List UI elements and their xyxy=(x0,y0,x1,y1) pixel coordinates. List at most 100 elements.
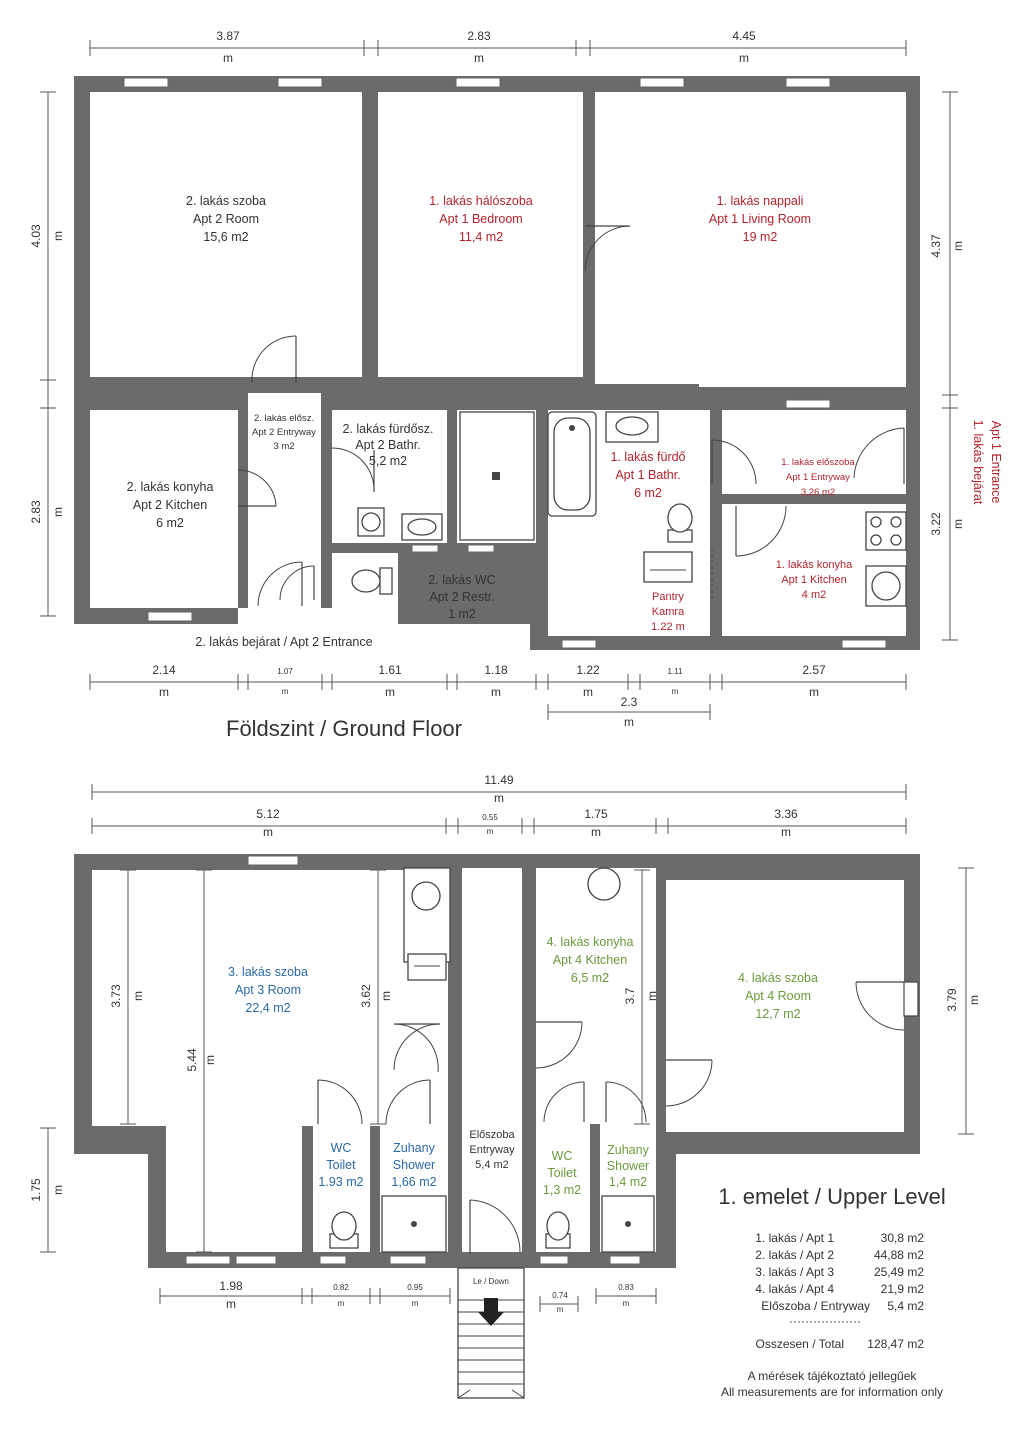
svg-text:2.83: 2.83 xyxy=(467,29,491,43)
svg-text:WC: WC xyxy=(552,1149,573,1163)
svg-text:1.75: 1.75 xyxy=(29,1178,43,1202)
door-apt4-room xyxy=(665,1059,713,1107)
summary-row: 4. lakás / Apt 4 21,9 m2 xyxy=(755,1282,924,1296)
summary-total: Osszesen / Total 128,47 m2 xyxy=(756,1337,925,1351)
svg-text:Apt 2 Restr.: Apt 2 Restr. xyxy=(429,590,494,604)
svg-text:22,4 m2: 22,4 m2 xyxy=(245,1001,290,1015)
label-apt1-entrance: 1. lakás bejárat Apt 1 Entrance xyxy=(971,420,1003,505)
door-apt2-kitchen xyxy=(237,469,277,507)
apt4-toilet xyxy=(545,1211,571,1249)
svg-text:1.22 m: 1.22 m xyxy=(651,621,685,633)
apt3-toilet xyxy=(329,1211,359,1249)
door-apt4-kitchen xyxy=(535,1021,583,1069)
svg-text:5,4 m2: 5,4 m2 xyxy=(887,1299,924,1313)
door-apt4-wc xyxy=(543,1081,585,1123)
svg-text:6,5 m2: 6,5 m2 xyxy=(571,971,609,985)
label-apt3-shower: Zuhany Shower 1,66 m2 xyxy=(391,1141,436,1189)
svg-text:Apt 3 Room: Apt 3 Room xyxy=(235,983,301,997)
label-apt1-entry: 1. lakás előszoba Apt 1 Entryway 3,26 m2 xyxy=(781,457,855,498)
label-apt1-bedroom: 1. lakás hálószoba Apt 1 Bedroom 11,4 m2 xyxy=(429,194,533,244)
door-apt2-bath xyxy=(331,447,375,493)
svg-text:m: m xyxy=(491,685,501,699)
label-apt4-room: 4. lakás szoba Apt 4 Room 12,7 m2 xyxy=(738,971,818,1021)
svg-text:3 m2: 3 m2 xyxy=(273,441,294,452)
down-arrow-icon xyxy=(478,1298,504,1326)
svg-text:11.49: 11.49 xyxy=(484,773,513,787)
svg-text:5.12: 5.12 xyxy=(256,807,280,821)
svg-text:m: m xyxy=(624,715,634,729)
svg-text:Apt 2 Room: Apt 2 Room xyxy=(193,212,259,226)
svg-text:m: m xyxy=(557,1305,564,1314)
ground-dims-top: 3.87 m 2.83 m 4.45 m xyxy=(89,29,907,65)
svg-text:Előszoba / Entryway: Előszoba / Entryway xyxy=(761,1299,870,1313)
svg-text:0.74: 0.74 xyxy=(552,1291,568,1300)
svg-text:3. lakás szoba: 3. lakás szoba xyxy=(228,965,308,979)
svg-text:15,6 m2: 15,6 m2 xyxy=(203,230,248,244)
svg-text:m: m xyxy=(412,1299,419,1308)
svg-text:Apt 2 Kitchen: Apt 2 Kitchen xyxy=(133,498,207,512)
svg-text:2.83: 2.83 xyxy=(29,500,43,524)
svg-text:m: m xyxy=(338,1299,345,1308)
apt1-toilet xyxy=(667,503,693,543)
svg-text:Toilet: Toilet xyxy=(547,1166,577,1180)
svg-text:m: m xyxy=(591,825,601,839)
svg-text:m: m xyxy=(583,685,593,699)
svg-text:2.57: 2.57 xyxy=(802,663,826,677)
svg-text:44,88 m2: 44,88 m2 xyxy=(874,1248,924,1262)
door-apt1-bath xyxy=(711,439,757,485)
svg-text:m: m xyxy=(226,1297,236,1311)
door-apt3-wc xyxy=(317,1079,363,1125)
svg-text:0.83: 0.83 xyxy=(618,1283,634,1292)
svg-text:4.45: 4.45 xyxy=(732,29,756,43)
door-apt4-shower xyxy=(605,1081,647,1123)
apt3-kitchenette xyxy=(403,867,451,981)
label-apt2-entrance: 2. lakás bejárat / Apt 2 Entrance xyxy=(195,635,372,649)
label-apt2-wc: 2. lakás WC Apt 2 Restr. 1 m2 xyxy=(428,573,495,621)
label-apt2-bath: 2. lakás fürdősz. Apt 2 Bathr. 5,2 m2 xyxy=(342,422,433,468)
svg-text:Apt 1 Kitchen: Apt 1 Kitchen xyxy=(781,574,846,586)
svg-text:3.73: 3.73 xyxy=(109,984,123,1008)
shower-tray-apt2 xyxy=(459,411,535,541)
svg-text:1. lakás előszoba: 1. lakás előszoba xyxy=(781,457,855,468)
svg-text:WC: WC xyxy=(331,1141,352,1155)
apt1-sink xyxy=(605,411,659,443)
svg-text:m: m xyxy=(385,685,395,699)
door-apt2-room xyxy=(251,335,297,384)
svg-text:11,4 m2: 11,4 m2 xyxy=(459,230,503,244)
pantry-shelf xyxy=(643,551,693,583)
ground-dims-bottom: 2.14 m 1.07 m 1.61 m 1.18 m 1.22 m 1.11 … xyxy=(89,663,907,729)
svg-text:1,3 m2: 1,3 m2 xyxy=(543,1183,581,1197)
label-apt2-room: 2. lakás szoba Apt 2 Room 15,6 m2 xyxy=(186,194,266,244)
label-apt3-wc: WC Toilet 1.93 m2 xyxy=(318,1141,363,1189)
svg-text:4. lakás / Apt 4: 4. lakás / Apt 4 xyxy=(755,1282,834,1296)
door-bedroom-living xyxy=(584,225,631,272)
label-apt1-bath: 1. lakás fürdő Apt 1 Bathr. 6 m2 xyxy=(610,450,685,500)
svg-text:Toilet: Toilet xyxy=(326,1158,356,1172)
svg-text:Apt 2 Bathr.: Apt 2 Bathr. xyxy=(355,438,420,452)
label-apt4-shower: Zuhany Shower 1,4 m2 xyxy=(607,1143,650,1189)
svg-text:Előszoba: Előszoba xyxy=(469,1129,515,1141)
svg-text:m: m xyxy=(51,507,65,517)
summary-row: 1. lakás / Apt 1 30,8 m2 xyxy=(755,1231,924,1245)
svg-text:m: m xyxy=(967,995,981,1005)
door-apt1-kitchen xyxy=(735,505,787,557)
svg-text:Pantry: Pantry xyxy=(652,591,684,603)
svg-text:3.36: 3.36 xyxy=(774,807,798,821)
svg-text:19 m2: 19 m2 xyxy=(743,230,778,244)
svg-text:m: m xyxy=(223,51,233,65)
svg-text:0.82: 0.82 xyxy=(333,1283,349,1292)
apt4-shower-tray xyxy=(601,1195,655,1253)
svg-text:1. lakás bejárat: 1. lakás bejárat xyxy=(971,420,985,505)
svg-text:30,8 m2: 30,8 m2 xyxy=(881,1231,925,1245)
ground-dims-left: 4.03 m 2.83 m xyxy=(29,91,65,617)
svg-text:1,66 m2: 1,66 m2 xyxy=(391,1175,436,1189)
apt2-washer xyxy=(357,507,385,537)
svg-text:m: m xyxy=(282,687,289,696)
svg-text:2. lakás konyha: 2. lakás konyha xyxy=(127,480,214,494)
summary-row: Előszoba / Entryway 5,4 m2 xyxy=(761,1299,924,1313)
svg-text:Kamra: Kamra xyxy=(652,606,685,618)
svg-text:6 m2: 6 m2 xyxy=(634,486,662,500)
svg-text:m: m xyxy=(951,519,965,529)
ground-dims-right: 4.37 m 3.22 m xyxy=(929,91,965,641)
label-apt3-room: 3. lakás szoba Apt 3 Room 22,4 m2 xyxy=(228,965,308,1015)
